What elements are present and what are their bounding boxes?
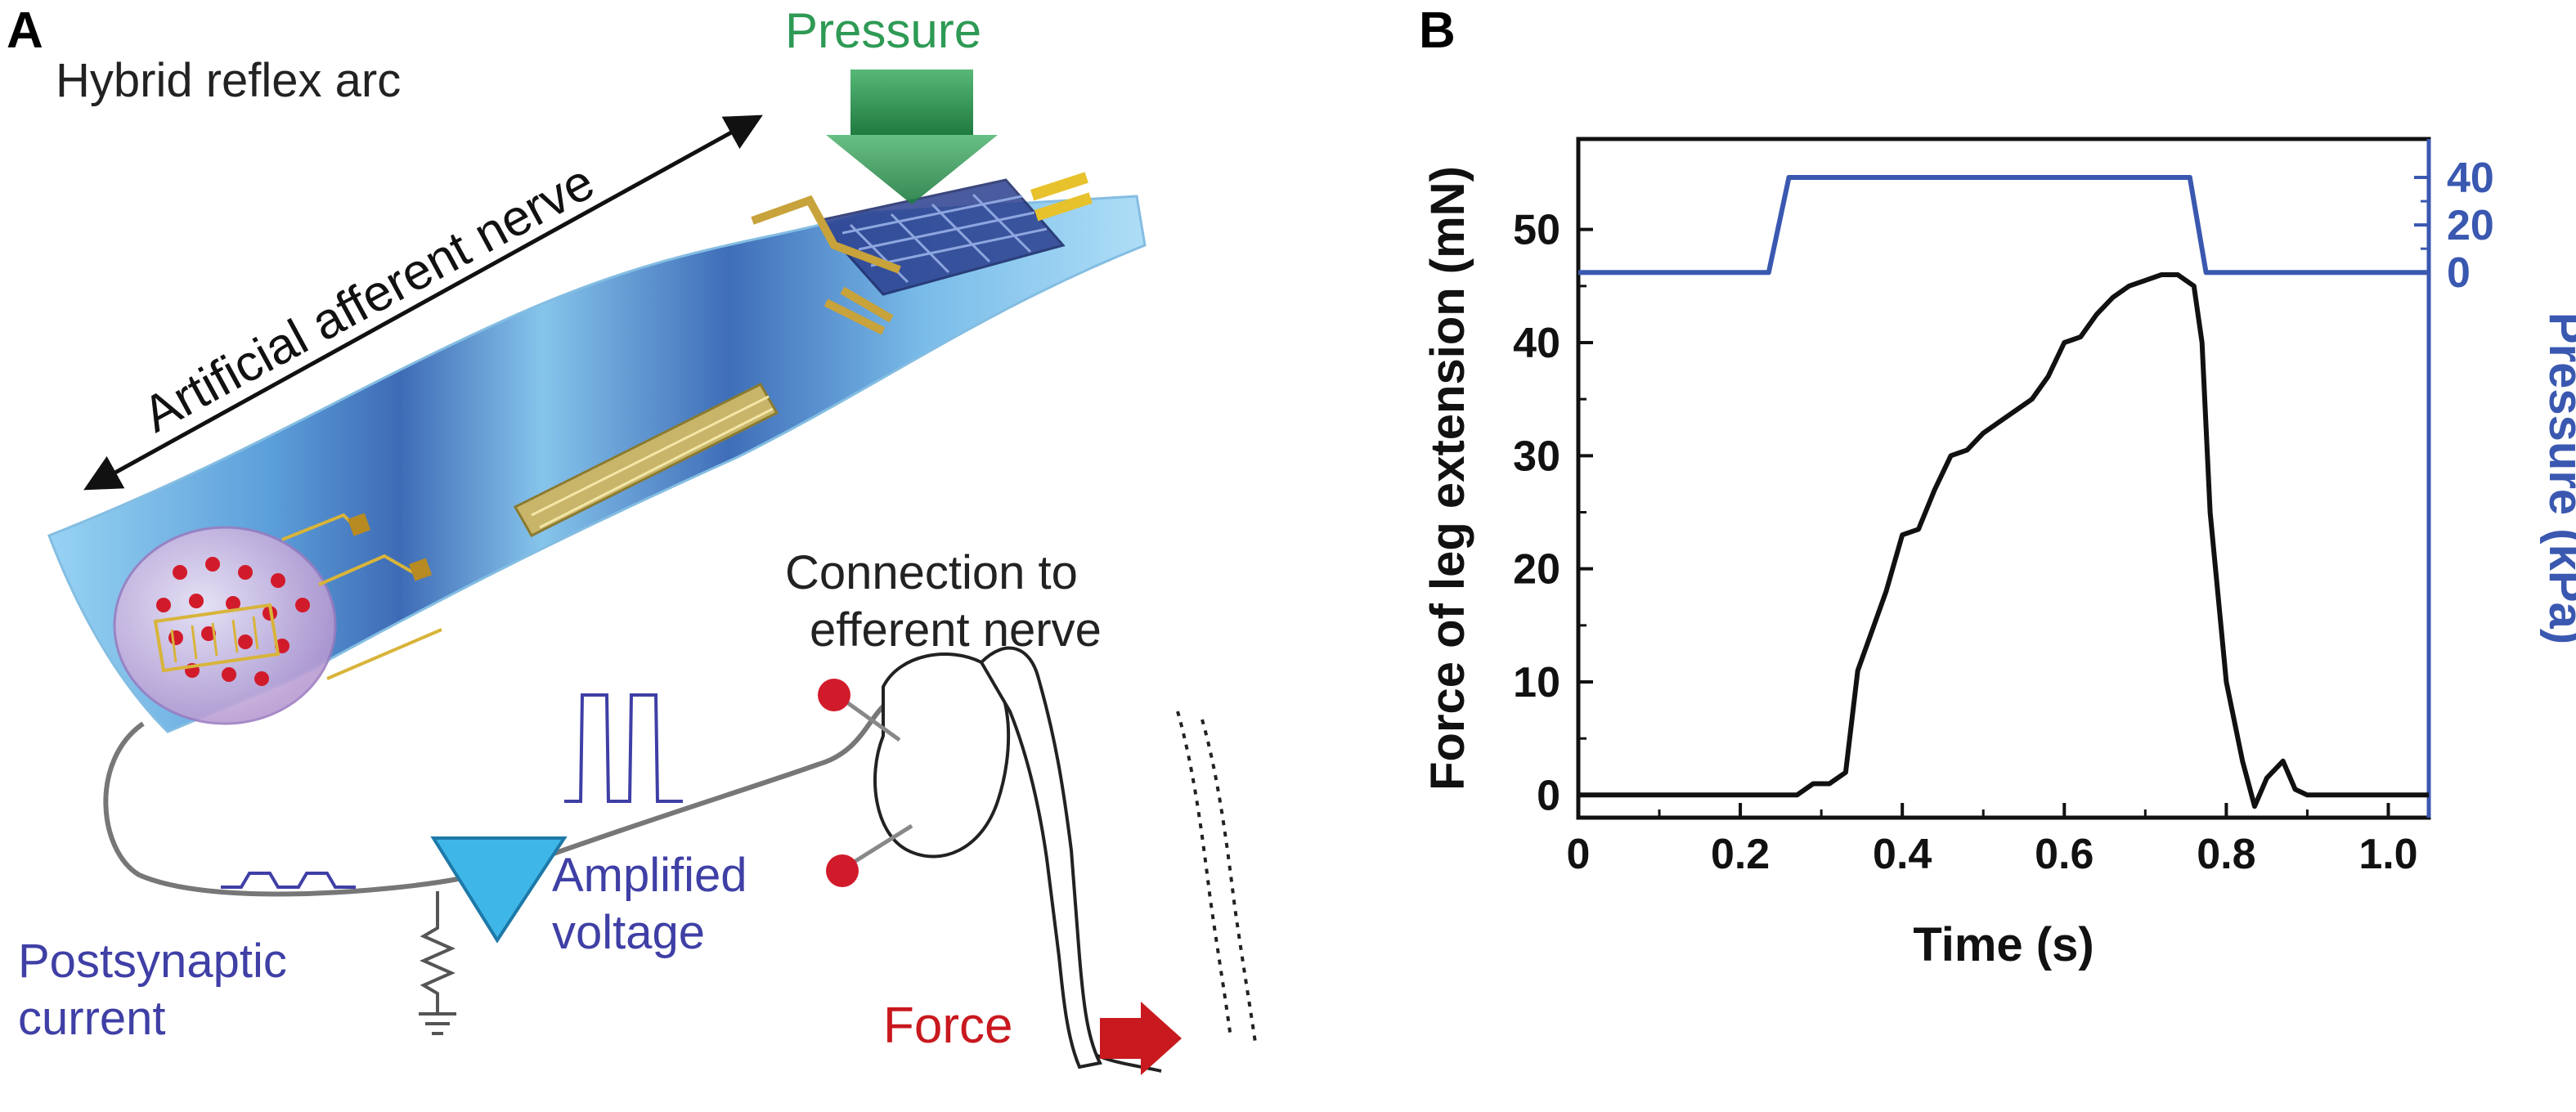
amplified-label-line1: Amplified xyxy=(552,849,747,902)
electrode-wire-top xyxy=(841,697,901,742)
postsynaptic-label-line2: current xyxy=(18,992,166,1045)
x-tick-label: 0 xyxy=(1567,831,1591,878)
ground-resistor-icon xyxy=(419,891,456,1035)
plot-frame xyxy=(1576,137,2431,820)
x-tick-label: 0.2 xyxy=(1711,831,1770,878)
synaptic-transistor xyxy=(113,513,442,725)
y-left-tick-label: 30 xyxy=(1513,433,1560,480)
afferent-double-arrow xyxy=(83,114,763,491)
x-tick-label: 0.4 xyxy=(1873,831,1932,878)
electrode-wire-bottom xyxy=(845,823,913,869)
force-series-line xyxy=(1578,272,2429,809)
electrode-bottom-icon xyxy=(826,854,859,887)
panel-b-letter: B xyxy=(1419,2,1456,59)
y-axis-label-left: Force of leg extension (mN) xyxy=(1421,166,1474,791)
y-right-tick-label: 0 xyxy=(2447,249,2471,297)
connection-label-line1: Connection to xyxy=(785,546,1078,599)
amplified-pulse-icon xyxy=(564,693,683,803)
y-left-tick-label: 50 xyxy=(1513,207,1560,254)
force-label: Force xyxy=(883,998,1012,1054)
pressure-arrow xyxy=(826,70,998,204)
x-axis-label: Time (s) xyxy=(1913,918,2094,971)
panel-a-letter: A xyxy=(7,2,43,59)
y-left-tick-label: 40 xyxy=(1513,320,1560,367)
y-left-tick-label: 20 xyxy=(1513,546,1560,594)
amplified-label-line2: voltage xyxy=(552,906,705,959)
force-arrow-icon xyxy=(1100,1002,1182,1075)
y-right-tick-label: 20 xyxy=(2447,202,2494,249)
pressure-sensor-array xyxy=(751,172,1093,335)
hybrid-reflex-arc-title: Hybrid reflex arc xyxy=(56,54,401,107)
pressure-series-line xyxy=(1578,175,2429,276)
electrode-top-icon xyxy=(818,679,850,711)
wire-amplified xyxy=(538,688,917,861)
pressure-label: Pressure xyxy=(785,3,981,58)
y-left-tick-label: 0 xyxy=(1537,772,1560,819)
frog-leg-illustration xyxy=(873,646,1257,1073)
x-tick-label: 0.8 xyxy=(2197,831,2255,878)
amplifier-icon xyxy=(430,836,568,944)
connection-label-line2: efferent nerve xyxy=(810,603,1102,657)
wire-postsynaptic xyxy=(103,721,459,897)
panel-a: A Hybrid reflex arc Pressure xyxy=(7,2,1257,1075)
y-right-tick-label: 40 xyxy=(2447,155,2494,202)
postsynaptic-label-line1: Postsynaptic xyxy=(18,935,287,988)
postsynaptic-pulse-icon xyxy=(221,872,356,889)
x-tick-label: 1.0 xyxy=(2358,831,2417,878)
y-axis-label-right: Pressure (kPa) xyxy=(2539,312,2576,644)
x-tick-label: 0.6 xyxy=(2035,831,2094,878)
y-left-tick-label: 10 xyxy=(1513,659,1560,706)
